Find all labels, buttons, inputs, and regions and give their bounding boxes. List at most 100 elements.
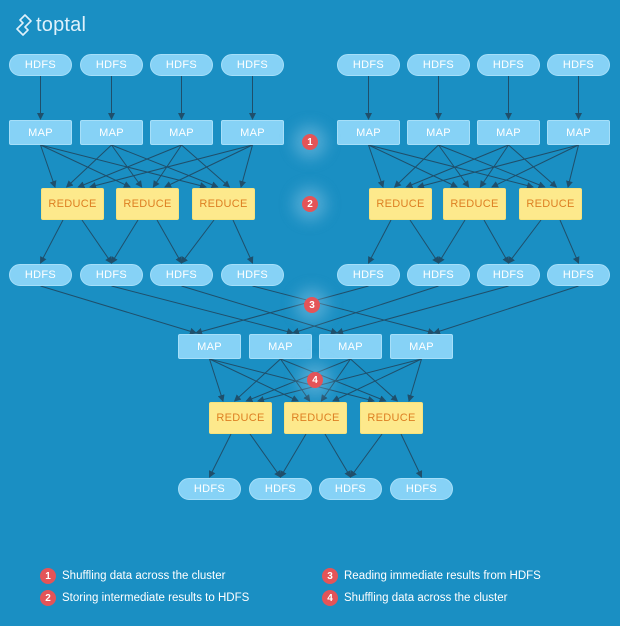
- top-right-hdfs-1: HDFS: [337, 54, 400, 76]
- connection-line-32: [566, 144, 579, 188]
- bottom-hdfs-3: HDFS: [319, 478, 382, 500]
- connection-line-43: [507, 219, 542, 264]
- connection-line-38: [232, 219, 254, 264]
- connection-line-56: [233, 358, 281, 402]
- mid-right-hdfs-1: HDFS: [337, 264, 400, 286]
- connection-line-62: [257, 358, 422, 403]
- connection-line-49: [195, 285, 369, 335]
- connection-line-63: [332, 358, 422, 402]
- connection-line-23: [368, 144, 534, 189]
- right-reduce-2: REDUCE: [443, 188, 506, 220]
- connection-line-39: [368, 219, 392, 264]
- connection-line-15: [77, 144, 182, 188]
- left-map-3: MAP: [150, 120, 213, 145]
- connection-line-41: [437, 219, 466, 264]
- connection-line-40: [409, 219, 440, 264]
- right-reduce-3: REDUCE: [519, 188, 582, 220]
- connection-line-35: [110, 219, 139, 264]
- connection-line-36: [156, 219, 182, 264]
- connection-line-18: [89, 144, 253, 189]
- connection-line-28: [479, 144, 509, 188]
- top-right-hdfs-3: HDFS: [477, 54, 540, 76]
- legend-text-3: Reading immediate results from HDFS: [344, 570, 541, 582]
- connection-line-34: [81, 219, 113, 264]
- connection-line-58: [280, 358, 387, 403]
- legend-item-3: 3 Reading immediate results from HDFS: [322, 568, 541, 584]
- right-map-1: MAP: [337, 120, 400, 145]
- connection-line-45: [40, 285, 197, 335]
- connection-line-47: [181, 285, 338, 335]
- legend-badge-1: 1: [40, 568, 56, 584]
- connection-line-24: [393, 144, 439, 188]
- connection-line-30: [417, 144, 579, 189]
- top-right-hdfs-4: HDFS: [547, 54, 610, 76]
- connection-line-9: [40, 144, 57, 188]
- left-map-1: MAP: [9, 120, 72, 145]
- connection-line-19: [164, 144, 253, 188]
- center-map-3: MAP: [319, 334, 382, 359]
- legend-text-4: Shuffling data across the cluster: [344, 592, 508, 604]
- center-map-4: MAP: [390, 334, 453, 359]
- connection-line-20: [239, 144, 253, 188]
- right-reduce-1: REDUCE: [369, 188, 432, 220]
- connection-line-17: [181, 144, 231, 188]
- left-reduce-2: REDUCE: [116, 188, 179, 220]
- connection-line-14: [111, 144, 219, 189]
- legend-text-2: Storing intermediate results to HDFS: [62, 592, 250, 604]
- connection-line-22: [368, 144, 458, 188]
- connection-line-21: [368, 144, 385, 188]
- step-badge-2: 2: [302, 196, 318, 212]
- bottom-hdfs-2: HDFS: [249, 478, 312, 500]
- toptal-logo-icon: [16, 14, 32, 36]
- connection-line-64: [407, 358, 422, 402]
- connection-line-10: [40, 144, 131, 188]
- connection-line-12: [65, 144, 112, 188]
- top-left-hdfs-2: HDFS: [80, 54, 143, 76]
- connection-line-31: [491, 144, 579, 188]
- right-map-2: MAP: [407, 120, 470, 145]
- mid-right-hdfs-2: HDFS: [407, 264, 470, 286]
- brand-logo: toptal: [16, 12, 86, 38]
- left-map-2: MAP: [80, 120, 143, 145]
- connection-line-57: [280, 358, 311, 402]
- left-map-4: MAP: [221, 120, 284, 145]
- step-badge-1: 1: [302, 134, 318, 150]
- left-reduce-3: REDUCE: [192, 188, 255, 220]
- legend-badge-3: 3: [322, 568, 338, 584]
- connection-line-13: [111, 144, 143, 188]
- connection-line-11: [40, 144, 207, 189]
- center-reduce-3: REDUCE: [360, 402, 423, 434]
- connection-line-42: [483, 219, 509, 264]
- bottom-hdfs-1: HDFS: [178, 478, 241, 500]
- legend-text-1: Shuffling data across the cluster: [62, 570, 226, 582]
- mid-left-hdfs-4: HDFS: [221, 264, 284, 286]
- top-left-hdfs-4: HDFS: [221, 54, 284, 76]
- legend-badge-2: 2: [40, 590, 56, 606]
- connection-line-33: [40, 219, 64, 264]
- connection-line-44: [559, 219, 580, 264]
- connection-line-67: [279, 433, 307, 478]
- connection-line-59: [245, 358, 351, 403]
- connection-line-25: [438, 144, 470, 188]
- step-badge-3: 3: [304, 297, 320, 313]
- bottom-hdfs-4: HDFS: [390, 478, 453, 500]
- mid-left-hdfs-1: HDFS: [9, 264, 72, 286]
- right-map-3: MAP: [477, 120, 540, 145]
- connection-line-27: [405, 144, 509, 188]
- connection-line-48: [252, 285, 435, 335]
- top-left-hdfs-3: HDFS: [150, 54, 213, 76]
- connection-line-46: [111, 285, 294, 335]
- connection-line-16: [152, 144, 182, 188]
- top-left-hdfs-1: HDFS: [9, 54, 72, 76]
- connection-line-26: [438, 144, 546, 189]
- legend-badge-4: 4: [322, 590, 338, 606]
- mid-right-hdfs-3: HDFS: [477, 264, 540, 286]
- mid-right-hdfs-4: HDFS: [547, 264, 610, 286]
- connection-line-55: [209, 358, 375, 403]
- connection-line-52: [433, 285, 579, 335]
- step-badge-4: 4: [307, 372, 323, 388]
- mid-left-hdfs-2: HDFS: [80, 264, 143, 286]
- connection-line-65: [209, 433, 232, 478]
